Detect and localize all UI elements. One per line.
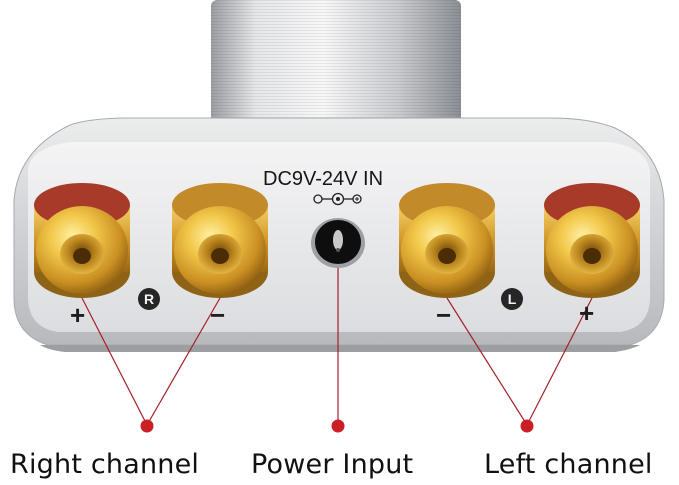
left-channel-caption: Left channel (484, 449, 653, 480)
right-positive-terminal (34, 183, 130, 298)
right-channel-caption: Right channel (10, 449, 200, 480)
left-negative-terminal (399, 183, 495, 298)
left-positive-terminal (544, 183, 640, 298)
power-input-caption: Power Input (251, 449, 414, 480)
left-minus-sign: − (436, 300, 452, 330)
power-jack (311, 218, 365, 268)
right-plus-sign: + (70, 300, 86, 330)
left-plus-sign: + (579, 298, 595, 328)
right-minus-sign: − (210, 300, 226, 330)
right-channel-badge: R (138, 288, 160, 310)
power-input-label: DC9V-24V IN (263, 168, 384, 190)
callout-dot-power (331, 419, 345, 433)
left-channel-badge: L (501, 288, 523, 310)
polarity-symbol-icon (313, 192, 362, 206)
callout-dot-right (140, 419, 154, 433)
callout-dot-left (520, 419, 534, 433)
callout-lines (81, 268, 593, 426)
right-negative-terminal (172, 183, 268, 298)
volume-knob (211, 0, 461, 155)
